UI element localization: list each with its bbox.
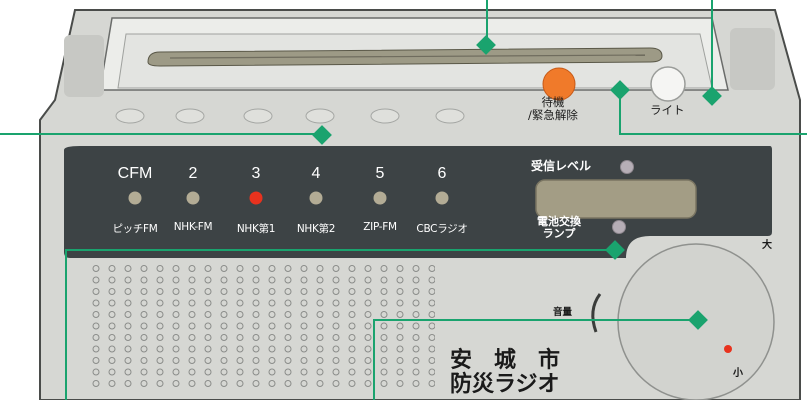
brand-city: 安 城 市: [450, 348, 561, 373]
channel-number: 4: [311, 165, 321, 182]
brand-product: 防災ラジオ: [450, 372, 560, 397]
signal-level-label: 受信レベル: [531, 159, 592, 173]
channel-name: ピッチFM: [112, 223, 158, 235]
channel-led-3: [249, 191, 263, 205]
channel-led-4: [309, 191, 323, 205]
channel-led-5: [373, 191, 387, 205]
display-panel: [64, 146, 772, 258]
signal-level-led: [620, 160, 634, 174]
volume-max-label: 大: [762, 240, 772, 251]
channel-name: NHK第1: [236, 223, 276, 235]
volume-bracket: [591, 293, 602, 333]
channel-number: 3: [251, 165, 261, 182]
speaker-grille: [90, 262, 435, 387]
channel-led-1: [128, 191, 142, 205]
volume-label: 音量: [553, 307, 573, 318]
channel-number: 2: [188, 165, 198, 182]
standby-button[interactable]: [542, 67, 576, 101]
channel-name: ZIP-FM: [363, 221, 397, 233]
channel-number: 6: [437, 165, 447, 182]
preset-pads: [115, 108, 465, 124]
volume-indicator: [724, 345, 732, 353]
channel-name: NHK第2: [296, 223, 336, 235]
channel-name: CBCラジオ: [416, 223, 468, 235]
standby-button-label: 待機 /緊急解除: [528, 95, 578, 122]
battery-led: [612, 220, 626, 234]
channel-led-6: [435, 191, 449, 205]
light-button-label: ライト: [650, 103, 685, 117]
volume-min-label: 小: [733, 368, 743, 379]
channel-number: 5: [375, 165, 385, 182]
channel-leds: [128, 191, 449, 205]
light-button[interactable]: [650, 66, 686, 102]
channel-led-2: [186, 191, 200, 205]
channel-number: CFM: [117, 165, 153, 182]
channel-name: NHK-FM: [173, 221, 213, 233]
signal-display: [535, 179, 697, 219]
battery-lamp-label: 電池交換 ランプ: [537, 215, 581, 240]
